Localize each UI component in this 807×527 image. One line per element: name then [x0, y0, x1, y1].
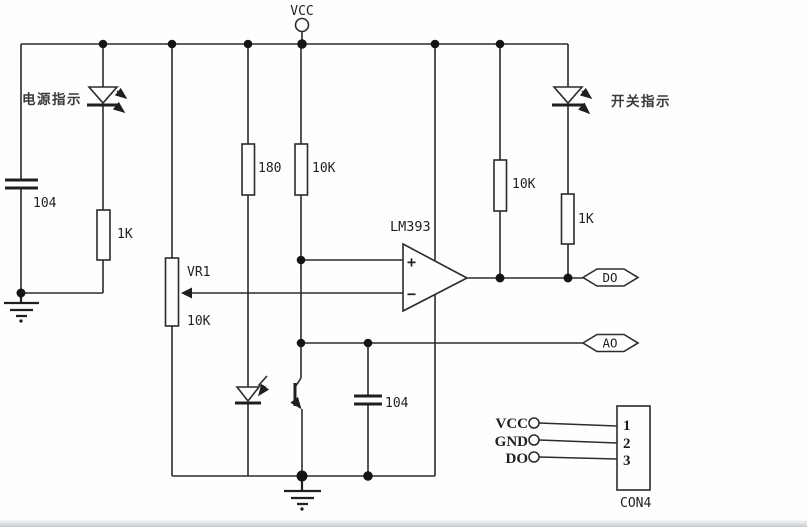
connector-con4: VCC GND DO 1 2 3 CON4: [495, 405, 651, 511]
ground-symbol-main: [284, 481, 321, 511]
c1-value: 104: [33, 196, 57, 211]
opamp-name: LM393: [390, 219, 431, 235]
con4-terminal-gnd: [528, 434, 540, 446]
vcc-terminal: VCC: [290, 4, 314, 33]
led-switch-indicator: [552, 86, 593, 115]
c2-value: 104: [385, 396, 409, 411]
led2-light-arrow: [578, 102, 591, 115]
opamp-plus-input: +: [407, 253, 416, 271]
con4-terminal-do: [528, 451, 540, 463]
vr1-wiper-arrow: [181, 287, 192, 299]
led1-triangle: [87, 86, 119, 105]
potentiometer-vr1: VR1 10K: [164, 257, 211, 329]
r2-value: 180: [258, 161, 281, 176]
r1-value: 1K: [117, 227, 133, 242]
bottom-edge-artifact: [0, 519, 807, 527]
switch-indicator-label: 开关指示: [611, 93, 671, 110]
comparator-lm393: + − LM393: [390, 219, 469, 313]
junction-dots: [16, 39, 573, 482]
con4-pin-number: 3: [623, 453, 631, 469]
capacitor-c1-symbol: 104: [5, 178, 57, 211]
led1-light-arrow: [112, 101, 126, 113]
vr1-value: 10K: [187, 314, 211, 329]
r5-value: 1K: [578, 212, 594, 227]
phototransistor-symbol: [290, 377, 303, 476]
vcc-label: VCC: [290, 4, 313, 19]
do-port-label: DO: [602, 270, 617, 285]
lightning-icon: [257, 375, 270, 397]
opamp-minus-input: −: [407, 285, 416, 303]
power-indicator-label: 电源指示: [22, 91, 82, 108]
resistor-r3-symbol: 10K: [294, 143, 336, 196]
con4-pin-label: VCC: [496, 416, 529, 432]
resistor-r1-symbol: 1K: [96, 209, 133, 261]
ao-port-label: AO: [602, 336, 617, 351]
r4-value: 10K: [512, 177, 536, 192]
r3-value: 10K: [312, 161, 336, 176]
led1-light-arrow: [114, 87, 128, 99]
port-do: DO: [581, 268, 640, 287]
con4-pin-number: 2: [623, 436, 631, 452]
led2-light-arrow: [579, 87, 593, 99]
port-ao: AO: [581, 333, 640, 353]
opamp-triangle: [402, 242, 469, 313]
con4-pin-label: GND: [495, 434, 529, 450]
resistor-r5-symbol: 1K: [560, 193, 594, 245]
capacitor-c2-symbol: 104: [354, 394, 409, 411]
con4-name: CON4: [620, 496, 651, 511]
con4-pin-number: 1: [623, 418, 631, 434]
emitter-arrow: [290, 396, 302, 410]
con4-terminal-vcc: [528, 417, 540, 429]
resistor-r4-symbol: 10K: [493, 159, 536, 212]
con4-body: [616, 405, 651, 491]
vcc-pin-circle: [294, 17, 310, 33]
con4-pin-label: DO: [506, 451, 529, 467]
resistor-r2-symbol: 180: [241, 143, 281, 196]
vr1-name: VR1: [187, 265, 210, 280]
wire-segments: [20, 31, 583, 477]
led-power-indicator: [87, 86, 128, 113]
ir-led-symbol: [235, 375, 270, 405]
